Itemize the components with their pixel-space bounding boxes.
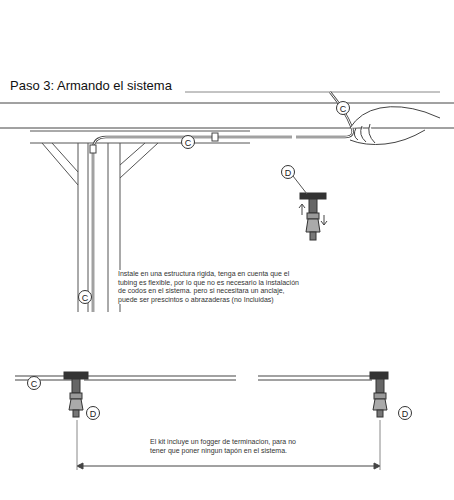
note-text: El kit incluye un fogger de terminacion,… bbox=[150, 438, 310, 455]
callout-letter: C bbox=[181, 135, 195, 149]
callout-letter: D bbox=[86, 406, 100, 420]
note-text: Instale en una estructura rigida, tenga … bbox=[118, 270, 300, 304]
callout-letter: C bbox=[336, 101, 350, 115]
callout-letter: C bbox=[27, 376, 41, 390]
callout-letter: D bbox=[281, 165, 295, 179]
step-title: Paso 3: Armando el sistema bbox=[10, 78, 172, 93]
callout-letter: C bbox=[78, 290, 92, 304]
callout-letter: D bbox=[398, 406, 412, 420]
